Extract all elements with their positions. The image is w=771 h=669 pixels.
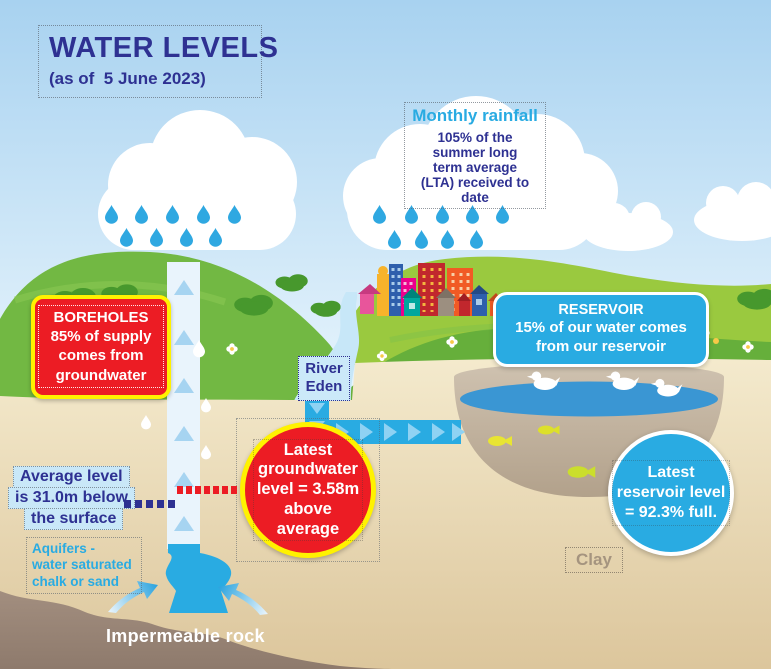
res-line: = 92.3% full. [624, 504, 718, 521]
monthly-rainfall-box: Monthly rainfall 105% of the summer long… [404, 102, 546, 209]
recharge-arrows [108, 581, 268, 615]
average-level-dashes [124, 500, 176, 508]
latest-level-dashes [177, 486, 238, 494]
rainfall-line: date [461, 190, 489, 206]
reservoir-stat-circle: Latest reservoir level = 92.3% full. [608, 430, 734, 556]
gw-line: level = 3.58m [256, 480, 360, 499]
aquifers-line: Aquifers - [32, 541, 96, 556]
left-rain-cloud [98, 110, 297, 250]
rainfall-line: summer long [432, 145, 518, 161]
rainfall-line: (LTA) received to [420, 175, 530, 191]
boreholes-line: BOREHOLES [53, 309, 149, 326]
rainfall-line: 105% of the [437, 130, 513, 145]
aquifer-water-funnel [165, 544, 232, 613]
reservoir-heading: RESERVOIR [558, 302, 644, 318]
boreholes-callout: BOREHOLES 85% of supply comes from groun… [31, 295, 171, 399]
res-line: reservoir level [616, 484, 726, 501]
reservoir-water [460, 381, 718, 417]
town [358, 263, 503, 316]
rainfall-heading: Monthly rainfall [412, 106, 538, 125]
right-inflow-arrow [218, 583, 268, 615]
avg-line: Average level [13, 466, 130, 488]
gw-line: above [284, 499, 332, 518]
rainfall-line: term average [432, 160, 518, 176]
reservoir-line: from our reservoir [535, 337, 667, 355]
clay-label: Clay [565, 547, 623, 573]
gw-line: groundwater [258, 460, 358, 479]
impermeable-rock [0, 591, 395, 669]
res-line: Latest [647, 464, 695, 481]
avg-line: is 31.0m below [8, 487, 135, 509]
boreholes-line: groundwater [55, 366, 147, 384]
aquifers-label: Aquifers - water saturated chalk or sand [26, 537, 142, 595]
page-title: WATER LEVELS [49, 32, 279, 64]
small-cloud-right [694, 182, 771, 241]
reservoir-line: 15% of our water comes [515, 319, 687, 337]
river-label-line: River [305, 360, 343, 377]
left-inflow-arrow [108, 581, 158, 613]
gw-line: average [276, 519, 340, 538]
boreholes-line: 85% of supply [50, 328, 152, 346]
aquifers-line: water saturated [32, 557, 132, 573]
groundwater-stat-frame: Latest groundwater level = 3.58m above a… [236, 418, 380, 562]
page-subtitle: (as of 5 June 2023) [49, 69, 206, 88]
average-level-label: Average level is 31.0m below the surface [8, 466, 158, 530]
river-label-line: Eden [305, 378, 343, 396]
groundwater-stat-circle: Latest groundwater level = 3.58m above a… [240, 422, 376, 558]
aquifers-line: chalk or sand [32, 573, 120, 589]
gw-line: Latest [283, 440, 333, 459]
small-cloud-mid [583, 202, 673, 251]
title-box: WATER LEVELS (as of 5 June 2023) [38, 25, 279, 98]
river-eden-label: River Eden [298, 356, 350, 401]
reservoir-callout: RESERVOIR 15% of our water comes from ou… [493, 292, 709, 367]
avg-line: the surface [24, 508, 124, 530]
impermeable-rock-label: Impermeable rock [106, 626, 265, 646]
boreholes-line: comes from [58, 347, 144, 365]
